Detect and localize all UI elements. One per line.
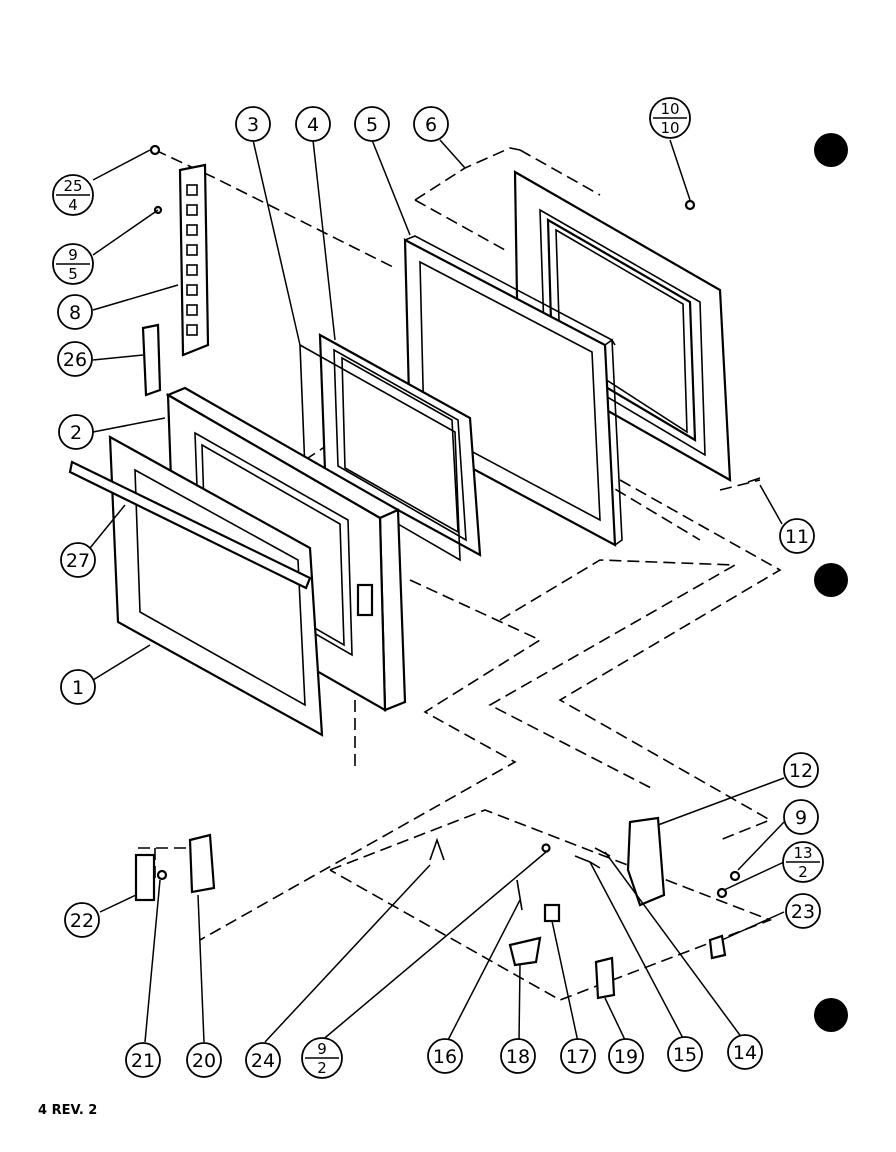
part-6-outer-door-panel: [513, 170, 732, 482]
svg-text:9: 9: [68, 246, 78, 264]
leader-lines: [89, 139, 785, 1043]
fraction-callout-9-5: 9 5: [52, 243, 94, 285]
svg-text:19: 19: [614, 1046, 638, 1068]
callout-26: 26: [57, 341, 93, 377]
part-26-bracket: [141, 323, 162, 397]
callout-3: 3: [235, 106, 271, 142]
svg-text:9: 9: [795, 807, 807, 829]
callout-4: 4: [295, 106, 331, 142]
svg-text:18: 18: [506, 1046, 530, 1068]
svg-text:25: 25: [63, 177, 82, 195]
callout-14: 14: [727, 1034, 763, 1070]
svg-text:5: 5: [68, 265, 78, 283]
callout-19: 19: [608, 1038, 644, 1074]
binder-hole-top: [814, 133, 848, 167]
svg-text:2: 2: [798, 863, 808, 881]
svg-text:11: 11: [785, 526, 809, 548]
svg-text:3: 3: [247, 114, 259, 136]
callout-5: 5: [354, 106, 390, 142]
revision-label: 4 REV. 2: [38, 1103, 97, 1118]
callout-11: 11: [779, 518, 815, 554]
svg-text:12: 12: [789, 760, 813, 782]
svg-text:26: 26: [63, 349, 87, 371]
svg-text:14: 14: [733, 1042, 757, 1064]
binder-hole-middle: [814, 563, 848, 597]
svg-text:24: 24: [251, 1050, 275, 1072]
callout-20: 20: [186, 1042, 222, 1078]
svg-text:16: 16: [433, 1046, 457, 1068]
svg-text:10: 10: [660, 119, 679, 137]
svg-text:4: 4: [307, 114, 319, 136]
svg-text:2: 2: [317, 1059, 327, 1077]
svg-text:10: 10: [660, 100, 679, 118]
fraction-callout-13-2: 13 2: [782, 841, 824, 883]
callout-23: 23: [785, 893, 821, 929]
callout-9: 9: [783, 799, 819, 835]
callout-2: 2: [58, 414, 94, 450]
svg-text:15: 15: [673, 1044, 697, 1066]
svg-text:27: 27: [66, 550, 90, 572]
svg-text:17: 17: [566, 1046, 590, 1068]
callout-22: 22: [64, 902, 100, 938]
callout-17: 17: [560, 1038, 596, 1074]
svg-text:5: 5: [366, 114, 378, 136]
callout-16: 16: [427, 1038, 463, 1074]
svg-text:22: 22: [70, 910, 94, 932]
svg-text:6: 6: [425, 114, 437, 136]
svg-text:9: 9: [317, 1040, 327, 1058]
part-5-inner-door-frame: [403, 235, 623, 547]
callout-8: 8: [57, 294, 93, 330]
lower-hardware: [134, 144, 761, 1000]
svg-text:20: 20: [192, 1050, 216, 1072]
svg-text:8: 8: [69, 302, 81, 324]
callout-18: 18: [500, 1038, 536, 1074]
svg-text:1: 1: [72, 677, 84, 699]
svg-text:21: 21: [131, 1050, 155, 1072]
callout-24: 24: [245, 1042, 281, 1078]
fraction-callout-9-2: 9 2: [301, 1037, 343, 1079]
svg-text:23: 23: [791, 901, 815, 923]
part-27-handle-bar: [68, 460, 312, 590]
svg-text:13: 13: [793, 844, 812, 862]
callout-12: 12: [783, 752, 819, 788]
callout-6: 6: [413, 106, 449, 142]
svg-text:4: 4: [68, 196, 78, 214]
svg-text:2: 2: [70, 422, 82, 444]
callout-27: 27: [60, 542, 96, 578]
binder-hole-bottom: [814, 998, 848, 1032]
callout-15: 15: [667, 1036, 703, 1072]
part-8-hinge-strip: [178, 163, 210, 357]
callout-21: 21: [125, 1042, 161, 1078]
fraction-callout-10-10: 10 10: [649, 97, 691, 139]
fraction-callout-25-4: 25 4: [52, 174, 94, 216]
part-4-choke-frame: [318, 333, 482, 557]
callout-1: 1: [60, 669, 96, 705]
part-3-glass-panel: [299, 343, 461, 562]
